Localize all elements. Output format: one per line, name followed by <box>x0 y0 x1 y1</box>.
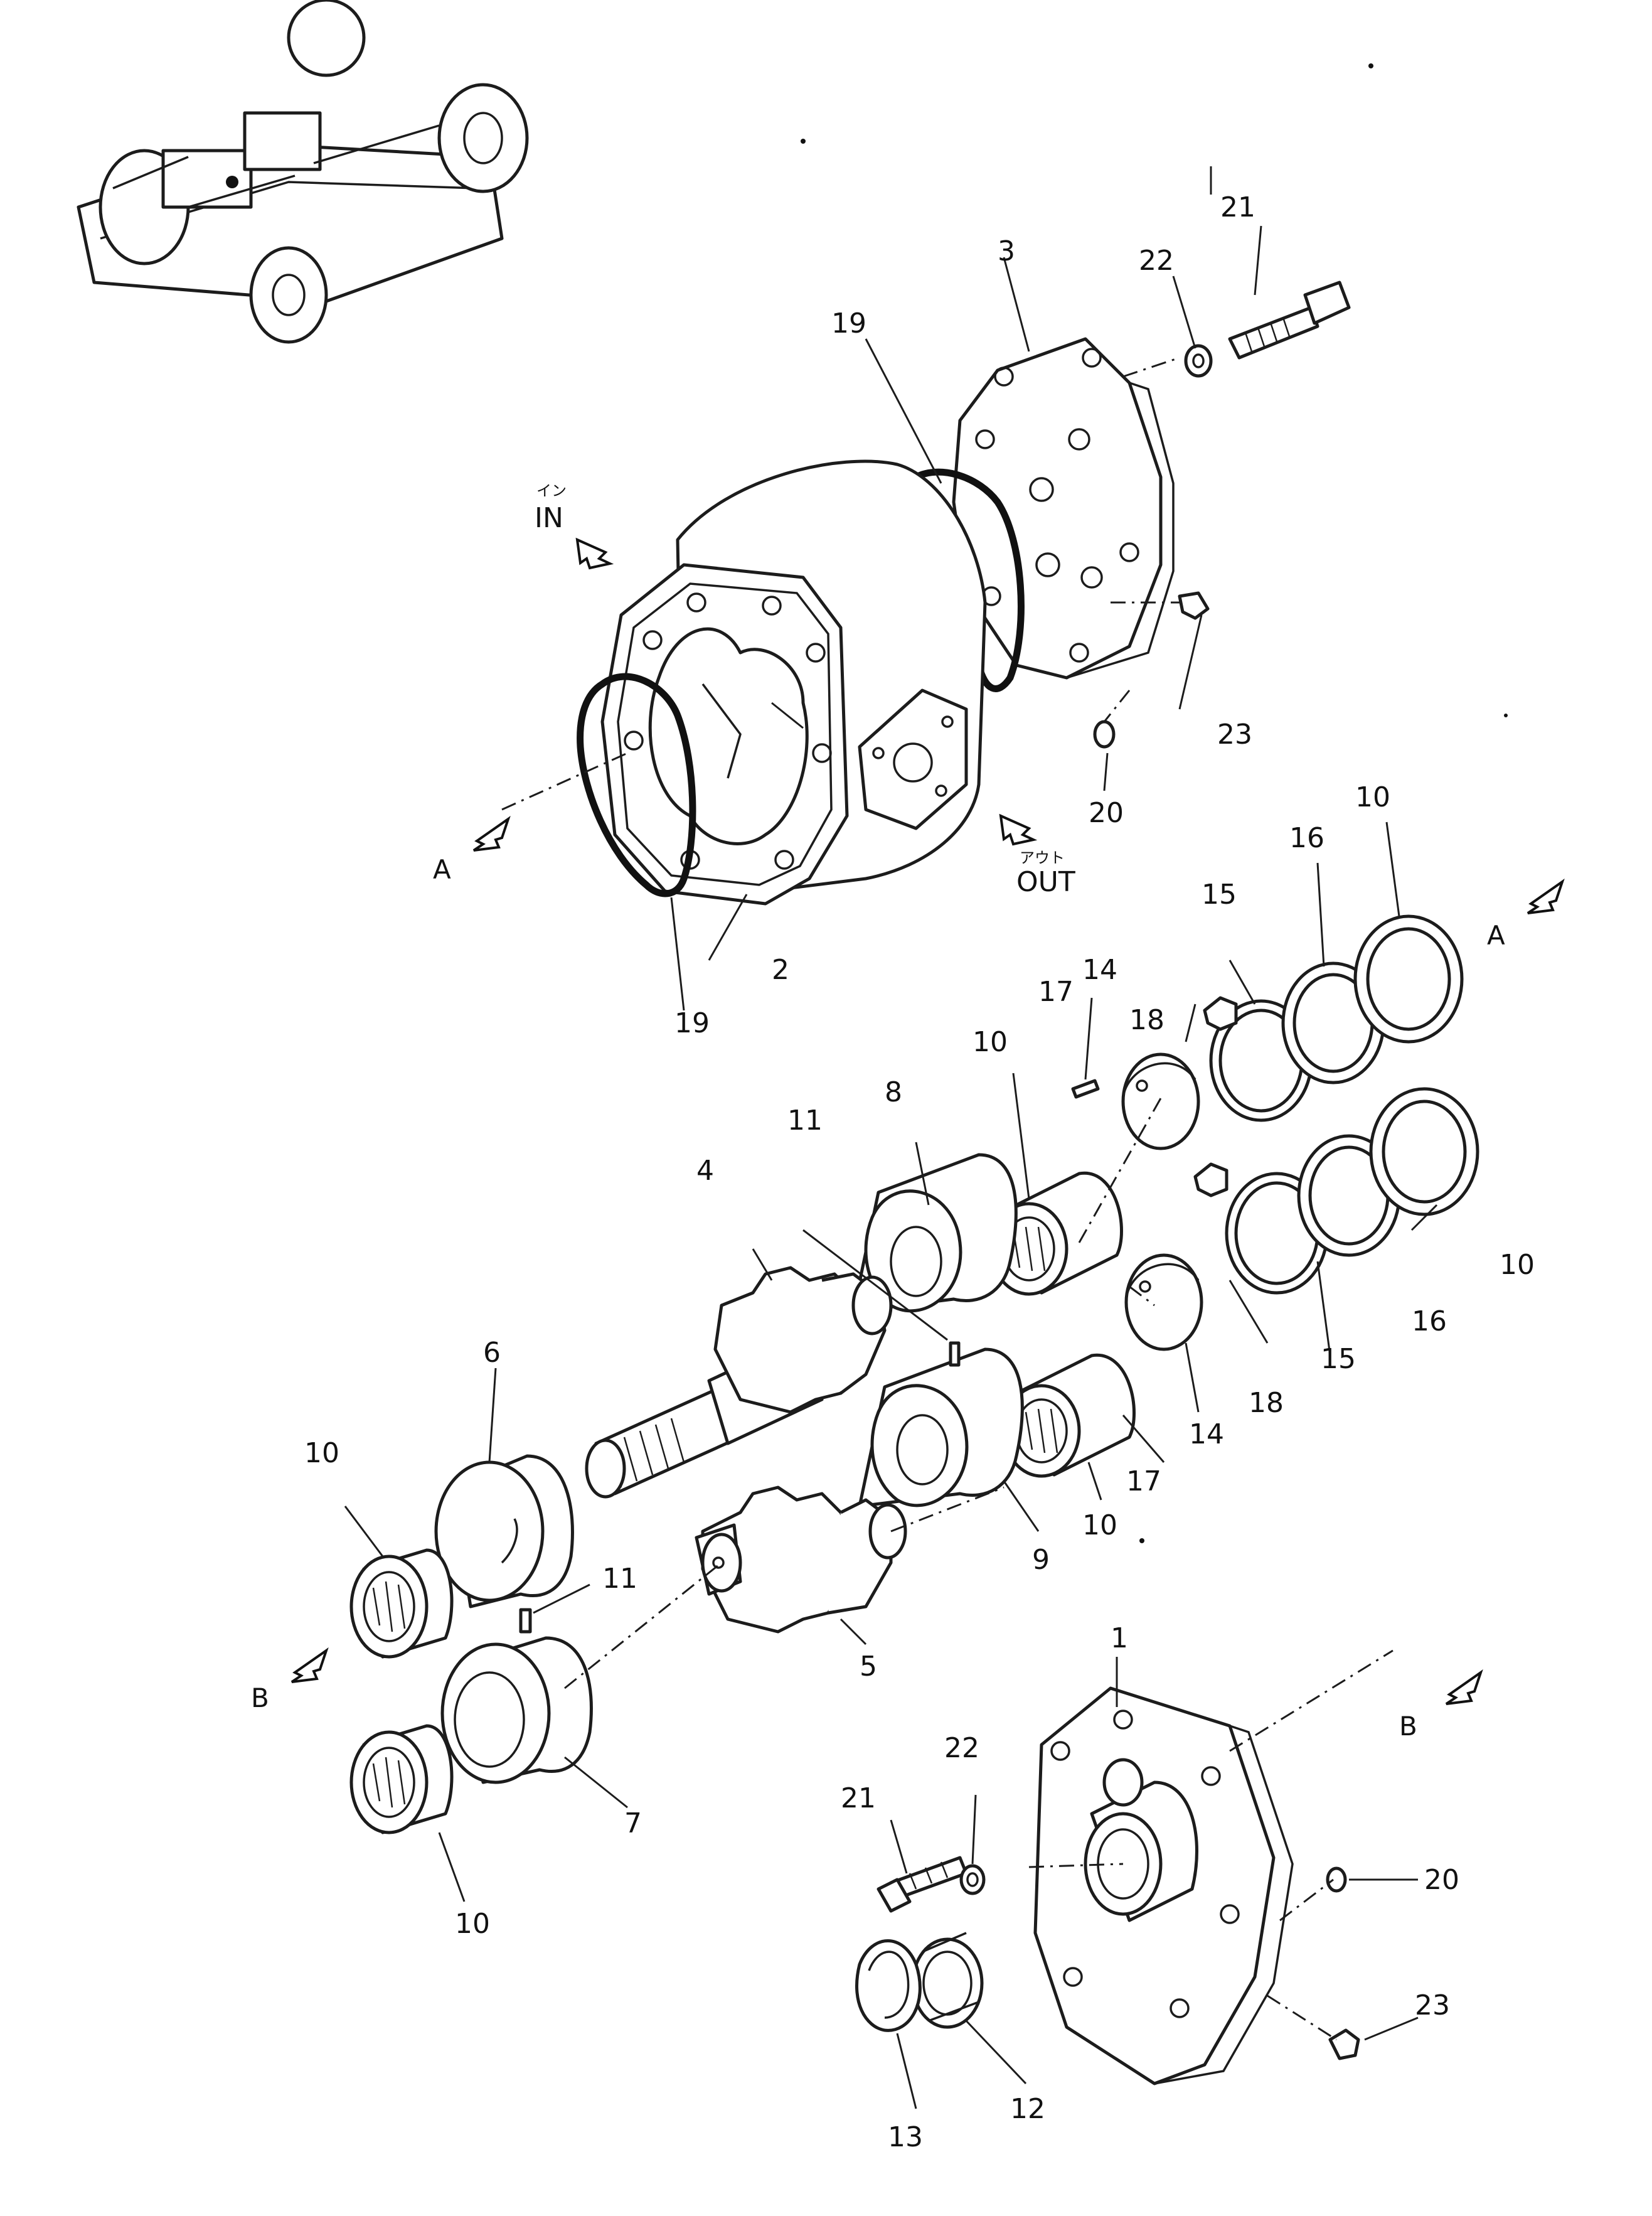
snap-ring-part <box>855 1939 922 2032</box>
plug-18-upper <box>1193 1162 1228 1197</box>
leader-lines <box>344 166 1438 2109</box>
label-part-9: 9 <box>1032 1544 1050 1576</box>
bearing-10-left-upper <box>349 1548 454 1659</box>
bushing-9-part <box>858 1347 1024 1508</box>
washer-part <box>959 1864 986 1895</box>
view-b-left-arrow-icon <box>290 1647 329 1683</box>
driven-gear-part <box>695 1485 907 1634</box>
vehicle-locator-icon <box>77 0 529 344</box>
label-part-6: 6 <box>483 1337 501 1369</box>
label-part-8: 8 <box>885 1076 902 1108</box>
label-part-22-top: 22 <box>1139 245 1174 277</box>
plug-part <box>1178 591 1210 620</box>
label-part-15-r1: 15 <box>1202 879 1237 911</box>
label-part-5: 5 <box>860 1651 877 1683</box>
bushing-8-part <box>851 1153 1018 1314</box>
bolt-part <box>877 1856 968 1913</box>
label-part-17-bottom: 17 <box>1126 1465 1161 1497</box>
front-cover-part <box>1033 1686 1294 2085</box>
rear-cover-part <box>952 337 1175 680</box>
label-out-kana: アウト <box>1020 849 1065 867</box>
label-part-10-mid-top: 10 <box>973 1026 1008 1058</box>
bushing-7-part <box>440 1636 593 1784</box>
washer-part <box>1184 344 1213 378</box>
label-part-22-bottom: 22 <box>944 1732 979 1764</box>
label-in: IN <box>535 502 563 534</box>
view-a-right-arrow-icon <box>1527 878 1565 914</box>
label-part-10-left-bottom: 10 <box>455 1908 490 1940</box>
drive-gear-shaft-part <box>585 1266 893 1499</box>
bearing-10-left-lower <box>349 1724 454 1834</box>
label-part-3: 3 <box>998 235 1015 267</box>
view-a-left-arrow-icon <box>472 815 511 852</box>
label-view-a-right: A <box>1487 920 1505 951</box>
label-part-16-r2: 16 <box>1412 1305 1447 1337</box>
o-ring-part <box>1326 1866 1347 1893</box>
in-arrow-icon <box>575 537 614 570</box>
label-part-1: 1 <box>1111 1622 1128 1654</box>
label-part-10-r2: 10 <box>1500 1249 1535 1281</box>
bushing-6-part <box>434 1454 574 1608</box>
label-part-21-bottom: 21 <box>841 1782 876 1814</box>
oil-seal-part <box>911 1932 984 2029</box>
o-ring-part <box>1093 720 1116 749</box>
label-part-15-r2: 15 <box>1321 1343 1356 1375</box>
label-part-2: 2 <box>772 954 789 986</box>
label-part-17-top: 17 <box>1038 976 1074 1008</box>
ring-10-lower <box>1369 1087 1479 1216</box>
label-part-7: 7 <box>624 1807 642 1839</box>
pin-17-upper <box>1071 1079 1100 1099</box>
label-part-14-top: 14 <box>1082 954 1117 986</box>
bolt-part <box>1228 281 1351 360</box>
o-ring-part <box>577 673 696 897</box>
label-part-12: 12 <box>1010 2093 1045 2125</box>
label-part-10-r1: 10 <box>1355 781 1390 813</box>
label-part-14-bottom: 14 <box>1189 1418 1224 1450</box>
label-part-19-bottom: 19 <box>674 1007 710 1039</box>
label-part-13: 13 <box>888 2121 923 2153</box>
label-part-23-bottom: 23 <box>1415 1989 1450 2021</box>
ring-10-upper <box>1353 914 1464 1044</box>
disc-14-upper <box>1121 1052 1200 1150</box>
pin-11-lower <box>519 1608 532 1634</box>
label-part-11-bottom: 11 <box>602 1563 637 1595</box>
label-part-20-bottom: 20 <box>1424 1864 1459 1896</box>
label-view-a-left: A <box>433 854 451 885</box>
label-part-10-mid-bottom: 10 <box>1082 1509 1117 1541</box>
label-part-4: 4 <box>696 1155 714 1187</box>
pump-body-part <box>600 459 987 906</box>
label-view-b-left: B <box>251 1683 269 1713</box>
out-arrow-icon <box>999 813 1038 846</box>
plug-18-lower <box>1203 996 1238 1031</box>
label-part-23-top: 23 <box>1217 719 1252 751</box>
label-part-20-top: 20 <box>1089 797 1124 829</box>
label-part-21-top: 21 <box>1220 191 1255 223</box>
label-part-18-top: 18 <box>1129 1004 1164 1036</box>
label-in-kana: イン <box>536 482 567 500</box>
label-part-18-bottom: 18 <box>1249 1387 1284 1419</box>
label-part-19-top: 19 <box>831 308 866 340</box>
pin-11-upper <box>949 1341 961 1367</box>
label-view-b-right: B <box>1399 1711 1417 1742</box>
plug-part <box>1328 2028 1360 2060</box>
label-part-11-top: 11 <box>787 1105 823 1137</box>
label-part-16-r1: 16 <box>1289 822 1324 854</box>
label-part-10-left-top: 10 <box>304 1437 339 1469</box>
view-b-right-arrow-icon <box>1445 1669 1483 1705</box>
label-out: OUT <box>1016 866 1075 898</box>
disc-14-lower <box>1124 1253 1203 1351</box>
